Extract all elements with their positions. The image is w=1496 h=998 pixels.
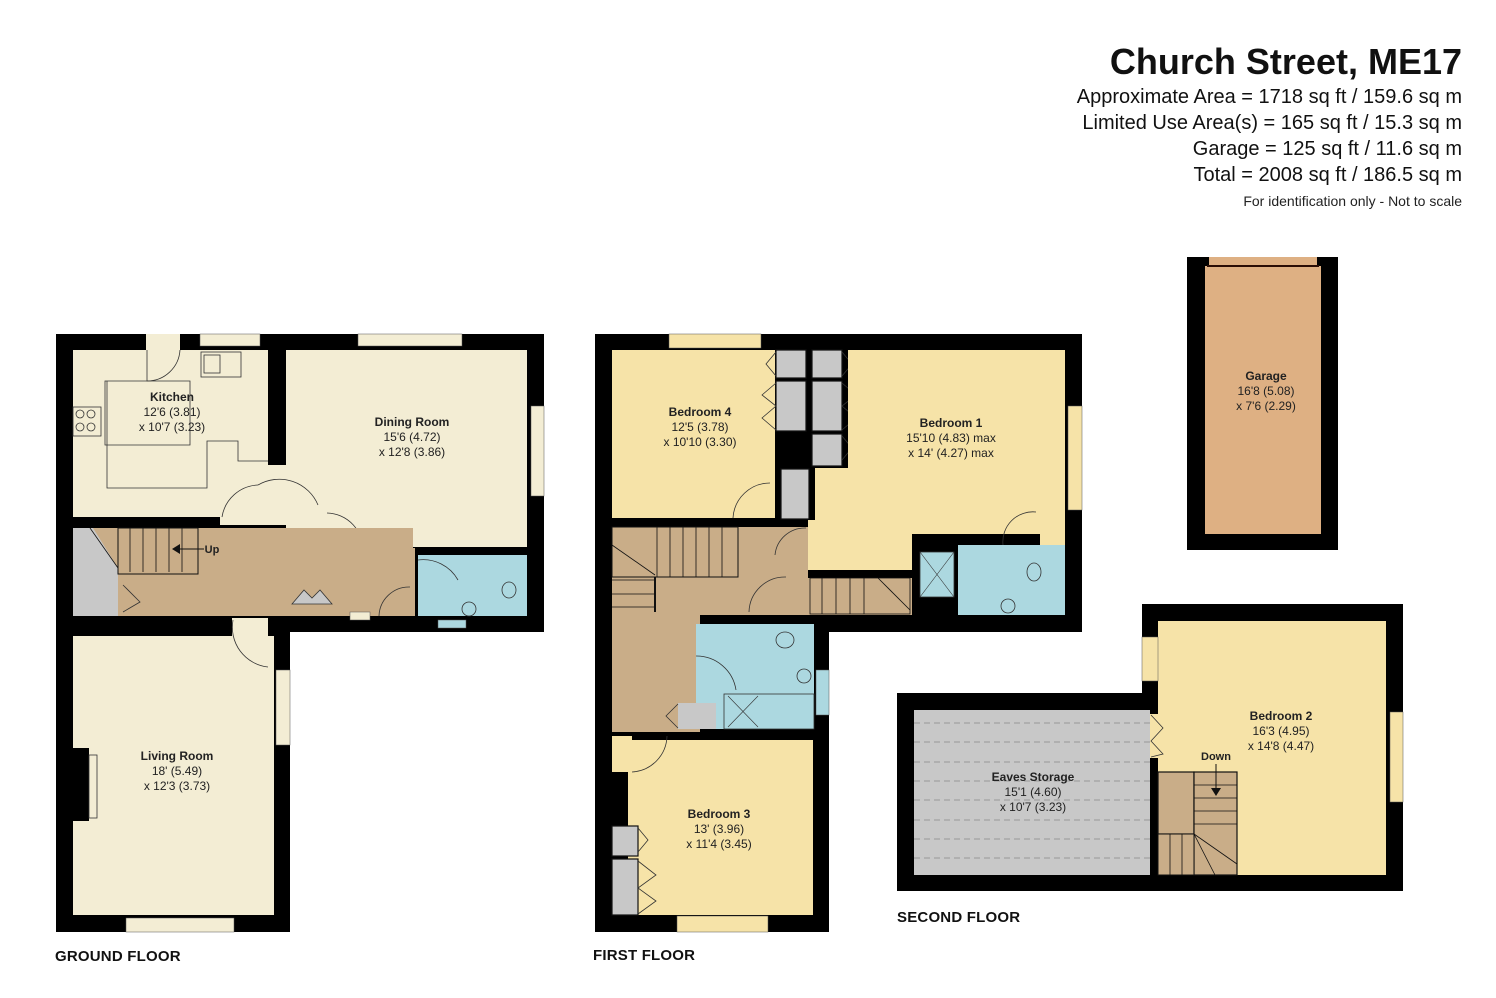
toilet-icon [775,631,795,649]
bedroom-3 [628,740,813,915]
living-room-dim2: x 12'3 (3.73) [144,779,210,793]
bedroom-3-dim2: x 11'4 (3.45) [686,837,751,851]
hob-icon [72,406,102,437]
garage-area: Garage = 125 sq ft / 11.6 sq m [1192,138,1462,160]
plan-header: Church Street, ME17 Approximate Area = 1… [1077,40,1462,212]
bedroom-3-label: Bedroom 3 [688,807,751,821]
basin-icon [461,601,477,617]
bedroom-2-dim2: x 14'8 (4.47) [1248,739,1314,753]
bedroom-1-dim1: 15'10 (4.83) max [906,431,996,445]
eaves-storage-label: Eaves Storage [992,770,1075,784]
property-title: Church Street, ME17 [1109,41,1462,82]
bedroom-4-label: Bedroom 4 [669,405,732,419]
kitchen-label: Kitchen [150,390,194,404]
fireplace-icon [88,754,98,819]
stairs-up-label: Up [205,544,220,556]
dining-room-dim1: 15'6 (4.72) [384,430,441,444]
toilet-icon [501,581,517,599]
first-floor-label: FIRST FLOOR [593,947,696,964]
dining-room-dim2: x 12'8 (3.86) [379,445,445,459]
ground-stairs [89,527,204,575]
second-stairs [1157,764,1238,876]
bedroom-1-dim2: x 14' (4.27) max [908,446,994,460]
arrow-left-icon [172,544,180,554]
bedroom-3-dim1: 13' (3.96) [694,822,744,836]
bedroom-2-dim1: 16'3 (4.95) [1253,724,1310,738]
garage-room [1205,266,1321,534]
living-room-label: Living Room [141,749,214,763]
kitchen-dim1: 12'6 (3.81) [144,405,201,419]
living-room-dim1: 18' (5.49) [152,764,202,778]
disclaimer: For identification only - Not to scale [1243,193,1462,209]
limited-use-area: Limited Use Area(s) = 165 sq ft / 15.3 s… [1082,112,1462,134]
basin-icon [1000,598,1016,614]
toilet-icon [1026,562,1042,582]
garage-label: Garage [1245,369,1287,383]
eaves-storage-dim2: x 10'7 (3.23) [1000,800,1066,814]
ground-floor-plan: Up [56,333,545,933]
bedroom-4-dim2: x 10'10 (3.30) [663,435,736,449]
bedroom-4-dim1: 12'5 (3.78) [672,420,729,434]
living-room [73,636,274,915]
bedroom-1 [808,350,1065,570]
dining-room [286,350,527,547]
first-stairs [611,526,911,615]
stairs-down-label: Down [1201,751,1231,763]
second-floor-plan [897,604,1404,891]
garage-plan [1187,257,1338,550]
eaves-storage-dim1: 15'1 (4.60) [1005,785,1062,799]
ground-floor-label: GROUND FLOOR [55,948,181,965]
kitchen-dim2: x 10'7 (3.23) [139,420,205,434]
bedroom-2-label: Bedroom 2 [1250,709,1313,723]
total-area: Total = 2008 sq ft / 186.5 sq m [1193,164,1463,186]
second-floor-label: SECOND FLOOR [897,909,1021,926]
bedroom-4 [612,350,775,518]
arrow-down-icon [1211,788,1221,796]
garage-dim2: x 7'6 (2.29) [1236,399,1296,413]
approximate-area: Approximate Area = 1718 sq ft / 159.6 sq… [1076,86,1462,108]
bath-icon [723,693,815,730]
eaves-storage [914,710,1150,875]
garage-dim1: 16'8 (5.08) [1238,384,1295,398]
basin-icon [796,668,812,684]
dining-room-label: Dining Room [375,415,450,429]
first-floor-plan [595,333,1083,933]
bedroom-1-label: Bedroom 1 [920,416,983,430]
